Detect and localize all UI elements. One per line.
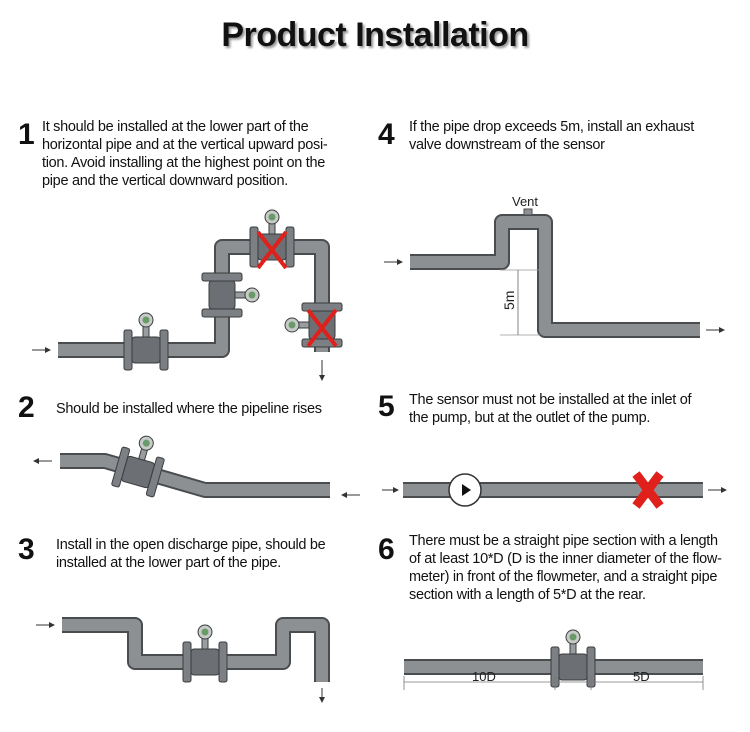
page-title: Product Installation [221, 16, 529, 54]
pipe-fill [60, 455, 330, 496]
flowmeter-correct [123, 312, 169, 371]
step-6-text: There must be a straight pipe section wi… [409, 532, 722, 604]
step-3-line: Install in the open discharge pipe, shou… [56, 537, 326, 553]
step-6-line: section with a length of 5*D at the rear… [409, 587, 646, 603]
step-5-line: the pump, but at the outlet of the pump. [409, 410, 651, 426]
step-4-text: If the pipe drop exceeds 5m, install an … [409, 118, 694, 154]
flowmeter [550, 629, 596, 688]
pipe [410, 214, 700, 338]
step-5-text: The sensor must not be installed at the … [409, 391, 692, 427]
diagram-2 [33, 429, 360, 498]
step-1-text: It should be installed at the lower part… [42, 118, 328, 190]
pipe-fill [62, 619, 328, 682]
step-5-line: The sensor must not be installed at the … [409, 392, 692, 408]
step-2-text: Should be installed where the pipeline r… [56, 400, 322, 418]
diagram-5 [382, 471, 727, 509]
drop-label: 5m [501, 291, 517, 310]
step-1-line: tion. Avoid installing at the highest po… [42, 155, 326, 171]
step-1-line: horizontal pipe and at the vertical upwa… [42, 137, 328, 153]
flowmeter [182, 624, 228, 683]
diagram-4: Vent 5m [384, 194, 725, 338]
diagram-1 [32, 209, 343, 381]
vent-label: Vent [512, 194, 538, 209]
step-6-line: meter) in front of the flowmeter, and a … [409, 569, 718, 585]
step-4-line: valve downstream of the sensor [409, 137, 605, 153]
vent-valve [523, 208, 533, 216]
step-3-text: Install in the open discharge pipe, shou… [56, 536, 326, 572]
diagram-6: 10D 5D [403, 629, 704, 690]
step-3-number: 3 [18, 533, 35, 566]
pump-direction-icon [462, 484, 471, 496]
step-3-line: installed at the lower part of the pipe. [56, 555, 281, 571]
step-6-line: of at least 10*D (D is the inner diamete… [409, 551, 722, 567]
step-1-line: pipe and the vertical downward position. [42, 173, 288, 189]
step-6-line: There must be a straight pipe section wi… [409, 533, 718, 549]
step-2-line: Should be installed where the pipeline r… [56, 401, 322, 417]
upstream-length-label: 10D [472, 669, 496, 684]
step-4-number: 4 [378, 118, 395, 151]
step-4-line: If the pipe drop exceeds 5m, install an … [409, 119, 694, 135]
step-1-number: 1 [18, 118, 35, 151]
diagram-3 [36, 617, 330, 703]
step-5-number: 5 [378, 390, 395, 423]
step-2-number: 2 [18, 391, 35, 424]
wrong-x-icon [632, 471, 664, 509]
step-6-number: 6 [378, 533, 395, 566]
pipe-fill [410, 216, 700, 336]
step-1-line: It should be installed at the lower part… [42, 119, 309, 135]
flowmeter [110, 429, 170, 498]
flowmeter-correct [201, 272, 260, 318]
downstream-length-label: 5D [633, 669, 650, 684]
flowmeter-wrong [249, 209, 295, 268]
